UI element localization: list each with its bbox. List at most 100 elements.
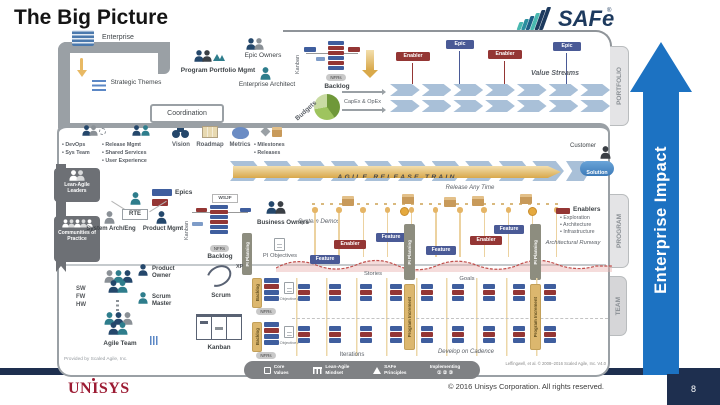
- art-band: AGILE RELEASE TRAIN: [233, 166, 561, 178]
- tag-stem: [459, 51, 460, 84]
- chimney-right-stub: [158, 42, 170, 74]
- portfolio-kanban-label: Kanban: [295, 55, 301, 74]
- product-mgmt-person-icon: [156, 211, 167, 224]
- chevron-icon: [485, 84, 515, 96]
- iteration-stack: [328, 326, 341, 350]
- pi-planning-label: PI Planning: [407, 239, 412, 265]
- iteration-stack: [482, 284, 495, 308]
- product-owner-person-icon: [138, 264, 148, 276]
- package-icon: [402, 194, 414, 204]
- team-backlog-tag: Backlog: [252, 322, 262, 352]
- program-kanban-item: [192, 222, 203, 226]
- metrics-label: Metrics: [229, 142, 251, 148]
- iteration-stack: [513, 284, 526, 308]
- scrum-master-label: Scrum Master: [152, 294, 172, 308]
- budgets-pie-icon: [314, 94, 340, 120]
- budget-arrow-icon: [342, 89, 386, 94]
- team-backlog-tag: Backlog: [252, 278, 262, 308]
- customer-label: Customer: [569, 143, 596, 149]
- feature-tag: Feature: [494, 225, 524, 235]
- enablers-legend-title: Enablers: [573, 206, 601, 213]
- agile-team-label: Agile Team: [103, 340, 137, 347]
- lean-agile-leaders-box: Lean-Agile Leaders: [54, 168, 100, 202]
- architectural-runway-wave: [276, 259, 612, 272]
- unisys-idot-icon: [92, 378, 95, 381]
- objectives-label: Objectives: [279, 296, 299, 301]
- iteration-stack: [359, 326, 372, 350]
- program-kanban-label: Kanban: [184, 221, 190, 240]
- vision-binoculars-icon: [172, 128, 192, 138]
- portfolio-epic-tag: Epic: [446, 40, 474, 50]
- iteration-dashed-divider: [292, 318, 608, 319]
- tag-stem: [566, 53, 567, 84]
- chevron-icon: [580, 100, 611, 112]
- chevron-icon: [548, 100, 579, 112]
- epic-owners-icon: [246, 38, 264, 50]
- team-dots: [116, 300, 119, 312]
- team-kanban-label: Kanban: [207, 344, 231, 351]
- chevron-icon: [453, 100, 484, 112]
- iteration-stack: [328, 284, 341, 308]
- program-backlog-stack: [210, 205, 228, 234]
- agile-team-cluster: [90, 312, 146, 342]
- iteration-stack: [513, 326, 526, 350]
- tag-stem: [504, 61, 505, 84]
- rte-person-icon: [130, 192, 141, 205]
- develop-on-cadence-label: Develop on Cadence: [437, 349, 495, 355]
- iteration-stack: [482, 326, 495, 350]
- feature-tag: Feature: [376, 233, 406, 243]
- portfolio-kanban-item: [304, 47, 316, 52]
- safe-logo-reg: ®: [607, 8, 612, 14]
- unisys-logo: UNISYS: [68, 380, 130, 397]
- release-any-time-label: Release Any Time: [445, 185, 495, 191]
- objectives-doc-icon: [284, 326, 294, 338]
- objectives-label: Objectives: [279, 340, 299, 345]
- system-arch-label: System Arch/Eng: [86, 226, 136, 232]
- enterprise-impact-text-wrap: Enterprise Impact: [630, 70, 692, 370]
- portfolio-kanban-item: [348, 47, 360, 52]
- value-streams-label: Value Streams: [531, 70, 579, 77]
- customer-person-icon: [600, 146, 611, 159]
- mindset-label: Lean-Agile Mindset: [325, 364, 350, 375]
- core-values-label: Core Values: [273, 364, 289, 375]
- objectives-doc-icon: [284, 282, 294, 294]
- iteration-stack: [421, 284, 433, 308]
- pi-objectives-doc-icon: [274, 238, 285, 251]
- enablers-item: • Infrastructure: [560, 229, 595, 235]
- feature-tag: Feature: [426, 246, 456, 256]
- portfolio-epic-tag: Epic: [553, 42, 581, 52]
- scrum-master-person-icon: [138, 292, 148, 304]
- scrum-label: Scrum: [211, 292, 231, 299]
- program-backlog-label: Backlog: [207, 253, 233, 260]
- rte-label: RTE: [129, 211, 141, 217]
- program-nfrs-pill: NFRs: [210, 245, 229, 252]
- pin-icon: [432, 207, 439, 257]
- rte-label-box: RTE: [122, 209, 148, 220]
- sw-label: SW: [76, 286, 86, 292]
- solution-oval: Solution: [580, 161, 614, 176]
- team-chart-icon: [150, 336, 159, 345]
- chimney-top-bar: [58, 42, 170, 53]
- pin-icon: [312, 207, 318, 257]
- enabler-tag: Enabler: [334, 240, 366, 250]
- chevron-icon: [390, 84, 420, 96]
- program-portfolio-mgmt-label: Program Portfolio Mgmt: [180, 67, 256, 74]
- vision-label: Vision: [172, 142, 190, 148]
- kanban-board-icon: [196, 314, 242, 340]
- enablers-item: • Exploration: [560, 215, 590, 221]
- feature-tag: Feature: [310, 255, 340, 265]
- chevron-icon: [421, 84, 452, 96]
- release-mgmt-icon: [132, 125, 150, 136]
- leaders-people-icon: [54, 170, 100, 181]
- pi-planning-tag: PI Planning: [242, 233, 252, 275]
- wsjf-box: WSJF: [212, 194, 238, 203]
- tab-team-label: TEAM: [614, 296, 622, 316]
- core-values-icon: [263, 366, 271, 374]
- chimney-left-bar: [58, 42, 70, 128]
- provided-by-label: Provided by Scaled Agile, Inc.: [64, 357, 128, 362]
- package-icon: [444, 197, 456, 207]
- iteration-stack: [390, 284, 403, 308]
- package-icon: [342, 196, 354, 206]
- ribbon-spine: [56, 164, 66, 266]
